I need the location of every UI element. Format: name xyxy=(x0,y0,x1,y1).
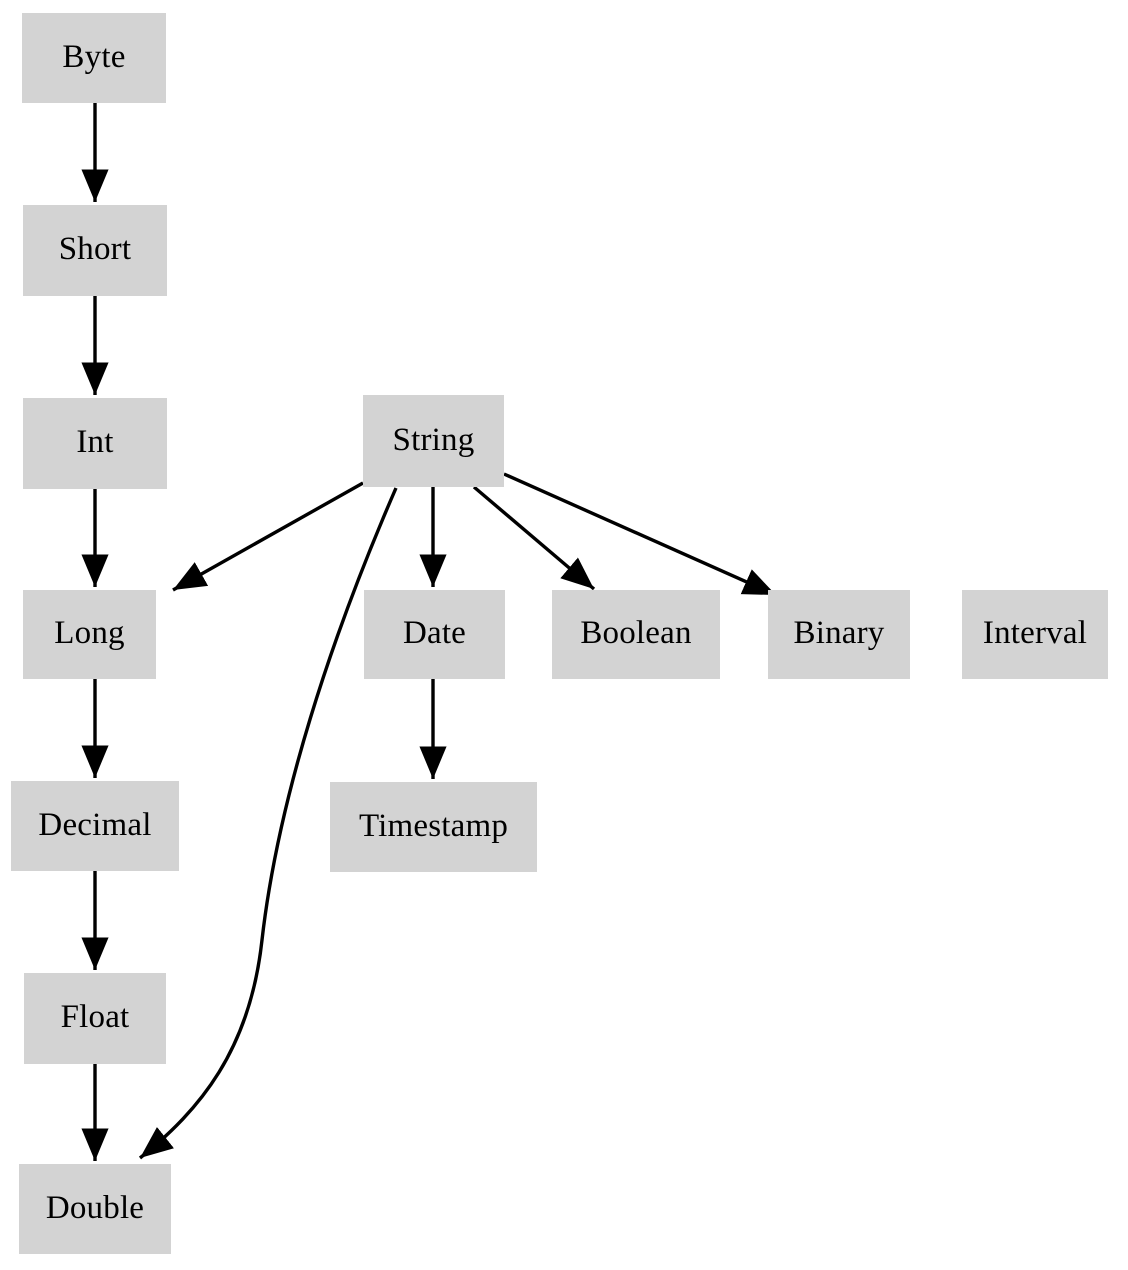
node-decimal-label: Decimal xyxy=(38,806,152,843)
node-long[interactable]: Long xyxy=(23,590,156,679)
node-byte[interactable]: Byte xyxy=(22,13,166,103)
node-int[interactable]: Int xyxy=(23,398,167,489)
node-byte-label: Byte xyxy=(62,38,126,75)
node-interval-label: Interval xyxy=(982,615,1088,651)
edge-string-long xyxy=(172,481,364,592)
node-date[interactable]: Date xyxy=(364,590,505,679)
node-double[interactable]: Double xyxy=(19,1164,171,1254)
node-interval[interactable]: Interval xyxy=(962,590,1108,679)
edge-string-boolean xyxy=(472,485,596,591)
edge-string-binary xyxy=(503,472,777,597)
node-timestamp-label: Timestamp xyxy=(358,807,509,844)
node-string[interactable]: String xyxy=(363,395,504,487)
node-date-label: Date xyxy=(402,615,467,651)
node-boolean[interactable]: Boolean xyxy=(552,590,720,679)
node-binary-label: Binary xyxy=(793,615,885,651)
node-decimal[interactable]: Decimal xyxy=(11,781,179,871)
node-boolean-label: Boolean xyxy=(580,615,692,651)
node-short-label: Short xyxy=(58,231,132,267)
node-float[interactable]: Float xyxy=(24,973,166,1064)
node-short[interactable]: Short xyxy=(23,205,167,296)
node-string-label: String xyxy=(392,421,475,458)
node-double-label: Double xyxy=(45,1189,145,1226)
node-int-label: Int xyxy=(76,424,114,460)
node-timestamp[interactable]: Timestamp xyxy=(330,782,537,872)
node-long-label: Long xyxy=(54,615,125,651)
node-binary[interactable]: Binary xyxy=(768,590,910,679)
node-float-label: Float xyxy=(60,999,130,1035)
